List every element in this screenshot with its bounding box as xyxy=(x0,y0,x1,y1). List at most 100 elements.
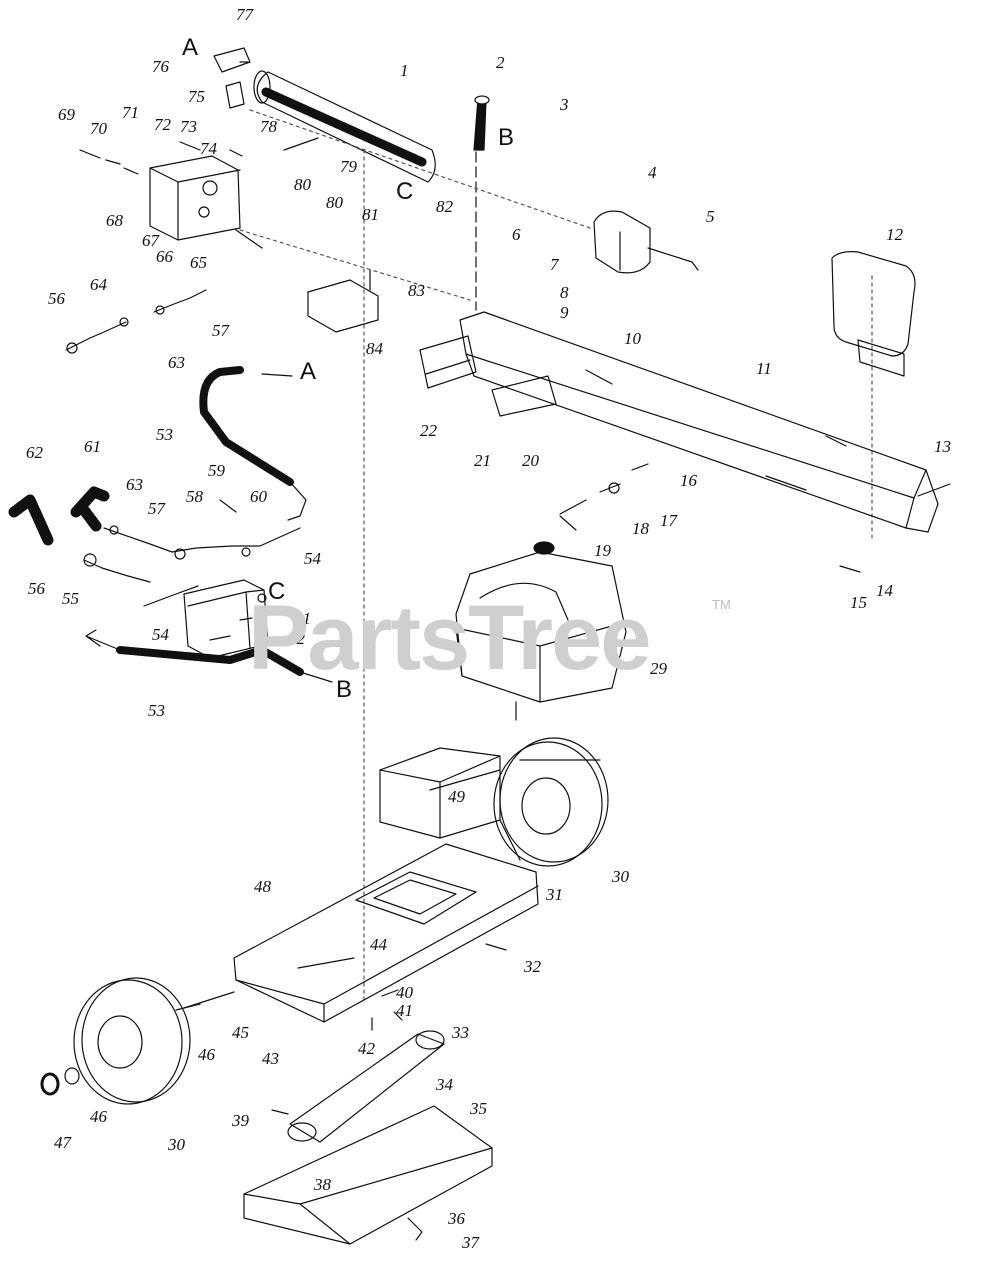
beam-pivot xyxy=(419,335,557,417)
part-label: 83 xyxy=(408,281,425,300)
part-label: 20 xyxy=(522,451,539,470)
part-label: 70 xyxy=(90,119,107,138)
valve-fittings xyxy=(65,289,207,354)
part-label: 63 xyxy=(168,353,185,372)
hydraulic-hose-upper xyxy=(199,366,294,486)
part-label: 55 xyxy=(62,589,79,608)
part-label: 46 xyxy=(198,1045,215,1064)
wedge xyxy=(593,210,699,274)
part-label: 7 xyxy=(550,255,559,274)
cylinder-stripe xyxy=(261,87,427,167)
part-label: 8 xyxy=(560,283,569,302)
part-label: 74 xyxy=(200,139,217,158)
part-label: 31 xyxy=(546,885,563,904)
part-label: 53 xyxy=(148,701,165,720)
part-label: 57 xyxy=(148,499,165,518)
callout-letter-c: C xyxy=(268,578,286,605)
part-label: 77 xyxy=(236,5,253,24)
part-label: 11 xyxy=(756,359,772,378)
part-label: 35 xyxy=(470,1099,487,1118)
part-label: 56 xyxy=(28,579,45,598)
base-plate xyxy=(243,1105,493,1245)
part-label: 6 xyxy=(512,225,521,244)
part-label: 58 xyxy=(186,487,203,506)
part-label: 73 xyxy=(180,117,197,136)
part-label: 79 xyxy=(340,157,357,176)
control-valve-assembly xyxy=(79,137,319,249)
part-label: 21 xyxy=(474,451,491,470)
part-label: 15 xyxy=(850,593,867,612)
part-label: 32 xyxy=(524,957,541,976)
callout-letter-a: A xyxy=(300,358,317,385)
part-label: 36 xyxy=(448,1209,465,1228)
part-label: 39 xyxy=(232,1111,249,1130)
callout-letter-c: C xyxy=(396,178,414,205)
part-label: 19 xyxy=(594,541,611,560)
part-label: 4 xyxy=(648,163,657,182)
hydraulic-cylinder xyxy=(253,70,436,183)
part-label: 5 xyxy=(706,207,715,226)
part-label: 61 xyxy=(84,437,101,456)
part-label: 17 xyxy=(660,511,677,530)
part-label: 34 xyxy=(436,1075,453,1094)
part-label: 51 xyxy=(294,609,311,628)
part-label: 9 xyxy=(560,303,569,322)
part-label: 75 xyxy=(188,87,205,106)
part-label: 71 xyxy=(122,103,139,122)
part-label: 38 xyxy=(314,1175,331,1194)
part-label: 68 xyxy=(106,211,123,230)
part-label: 10 xyxy=(624,329,641,348)
pump-valve-block xyxy=(183,579,269,659)
part-label: 22 xyxy=(420,421,437,440)
hydraulic-hose-lower xyxy=(116,646,304,676)
part-label: 52 xyxy=(288,629,305,648)
part-label: 59 xyxy=(208,461,225,480)
part-label: 12 xyxy=(886,225,903,244)
axle-frame xyxy=(183,843,539,1023)
part-label: 16 xyxy=(680,471,697,490)
wheel-hub xyxy=(40,1067,80,1096)
left-wheel xyxy=(73,977,201,1105)
callout-letter-b: B xyxy=(498,124,515,151)
part-label: 14 xyxy=(876,581,893,600)
part-label: 46 xyxy=(90,1107,107,1126)
elbow-fittings xyxy=(8,486,110,546)
foot-plate xyxy=(831,251,916,377)
part-label: 60 xyxy=(250,487,267,506)
watermark: PartsTree xyxy=(248,587,651,689)
engine-mount xyxy=(379,747,501,839)
part-label: 47 xyxy=(54,1133,71,1152)
part-label: 72 xyxy=(154,115,171,134)
part-label: 40 xyxy=(396,983,413,1002)
valve-handle xyxy=(473,95,490,151)
part-label: 33 xyxy=(452,1023,469,1042)
part-label: 63 xyxy=(126,475,143,494)
part-label: 64 xyxy=(90,275,107,294)
part-label: 62 xyxy=(26,443,43,462)
part-label: 53 xyxy=(156,425,173,444)
part-label: 80 xyxy=(326,193,343,212)
part-label: 84 xyxy=(366,339,383,358)
right-wheel xyxy=(429,737,609,867)
part-label: 42 xyxy=(358,1039,375,1058)
part-label: 44 xyxy=(370,935,387,954)
pump-fittings xyxy=(83,499,301,607)
callout-letter-b: B xyxy=(336,676,353,703)
assembly-lines xyxy=(239,109,873,1001)
part-label: 82 xyxy=(436,197,453,216)
part-label: 81 xyxy=(362,205,379,224)
part-label: 3 xyxy=(560,95,569,114)
part-label: 13 xyxy=(934,437,951,456)
part-label: 76 xyxy=(152,57,169,76)
part-label: 66 xyxy=(156,247,173,266)
watermark-trademark: TM xyxy=(712,597,731,612)
part-label: 54 xyxy=(304,549,321,568)
part-label: 49 xyxy=(448,787,465,806)
part-label: 2 xyxy=(496,53,505,72)
part-label: 78 xyxy=(260,117,277,136)
engine xyxy=(455,463,649,721)
part-label: 69 xyxy=(58,105,75,124)
part-label: 57 xyxy=(212,321,229,340)
part-label: 29 xyxy=(650,659,667,678)
